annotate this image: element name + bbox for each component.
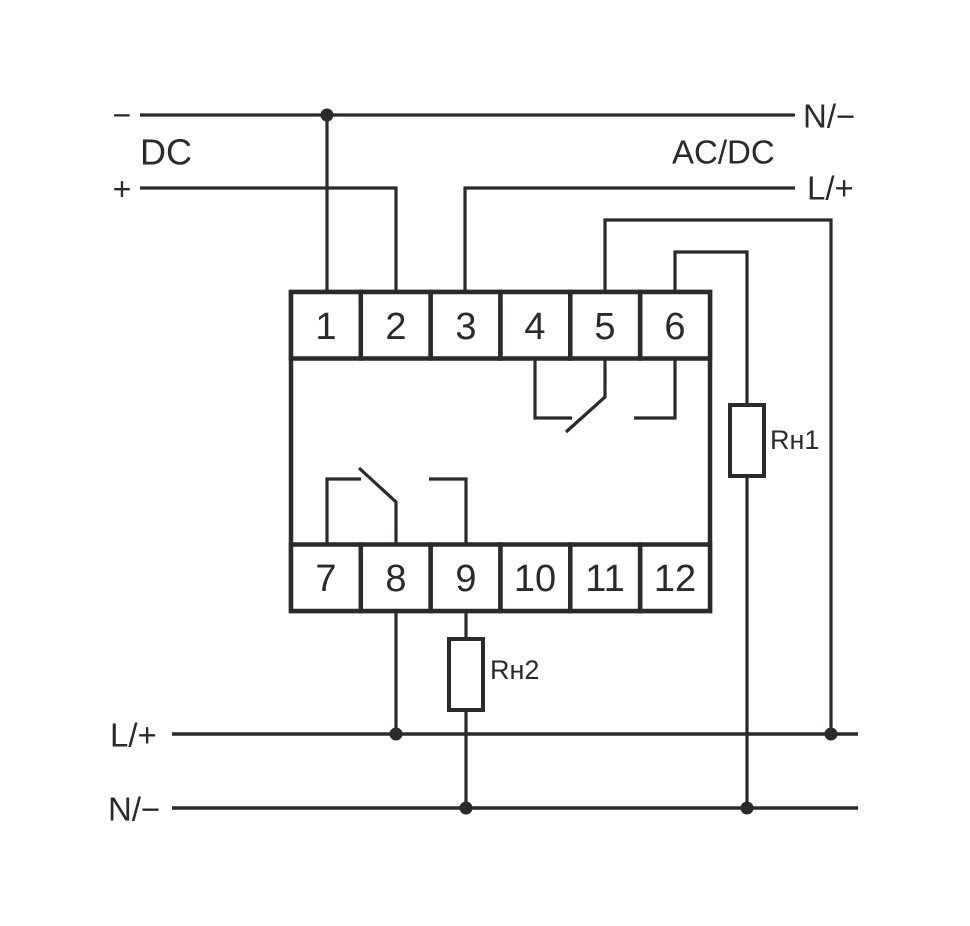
terminal-label-3: 3 [455, 306, 476, 348]
terminal-label-4: 4 [524, 306, 545, 348]
junction-dot-terminal8-l-plus [389, 727, 403, 741]
wire-l-plus-terminal3 [463, 186, 795, 292]
load-resistor-rh2 [447, 637, 485, 712]
terminal-label-5: 5 [594, 306, 615, 348]
terminal-label-12: 12 [654, 558, 696, 600]
wire-terminal5-to-l-plus-bus [603, 218, 833, 734]
label-n-minus-bottom: N/− [108, 791, 160, 828]
terminal-cell-12 [637, 542, 713, 614]
terminal-row-bottom: 7 8 9 10 11 12 [288, 542, 713, 614]
terminal-label-7: 7 [315, 558, 336, 600]
terminal-cell-3 [428, 289, 503, 361]
label-dc-plus: + [113, 171, 132, 207]
junction-dot-n-bus-terminal1 [320, 108, 334, 122]
junction-dot-rh2-n-minus [459, 801, 473, 815]
terminal-cell-7 [288, 542, 364, 614]
label-n-minus-top: N/− [803, 98, 855, 135]
relay-contact-2 [325, 466, 468, 546]
terminal-row-top: 1 2 3 4 5 6 [288, 289, 713, 361]
label-ac-dc: AC/DC [672, 134, 775, 171]
terminal-label-10: 10 [514, 558, 556, 600]
terminal-cell-4 [498, 289, 573, 361]
wire-terminal6-rh1-n-minus [673, 250, 749, 808]
contact2-blade-terminal8 [357, 466, 398, 546]
label-dc-minus: − [113, 97, 132, 133]
terminal-label-8: 8 [385, 558, 406, 600]
terminal-cell-8 [358, 542, 433, 614]
terminal-cell-5 [568, 289, 643, 361]
label-l-plus-bottom: L/+ [110, 717, 157, 754]
terminal-cell-2 [358, 289, 433, 361]
contact2-fixed-terminal9 [429, 477, 468, 546]
relay-contact-1 [533, 357, 677, 434]
label-rh2: Rн2 [490, 655, 539, 685]
label-l-plus-top: L/+ [807, 170, 854, 207]
junction-dot-rh1-n-minus [740, 801, 754, 815]
terminal-label-1: 1 [315, 306, 336, 348]
load-resistor-rh1 [728, 403, 766, 478]
contact1-fixed-terminal4 [533, 357, 572, 420]
label-rh1: Rн1 [770, 425, 819, 455]
junction-dot-terminal5-l-plus [824, 727, 838, 741]
label-dc: DC [140, 132, 192, 173]
terminal-label-9: 9 [455, 558, 476, 600]
terminal-cell-6 [637, 289, 713, 361]
contact1-blade-terminal5 [564, 357, 607, 434]
contact1-fixed-terminal6 [634, 357, 677, 420]
terminal-label-2: 2 [385, 306, 406, 348]
terminal-cell-10 [498, 542, 573, 614]
contact2-fixed-terminal7 [325, 477, 361, 546]
wire-dc-plus-terminal2 [140, 186, 398, 292]
terminal-label-6: 6 [664, 306, 685, 348]
terminal-label-11: 11 [585, 558, 624, 600]
